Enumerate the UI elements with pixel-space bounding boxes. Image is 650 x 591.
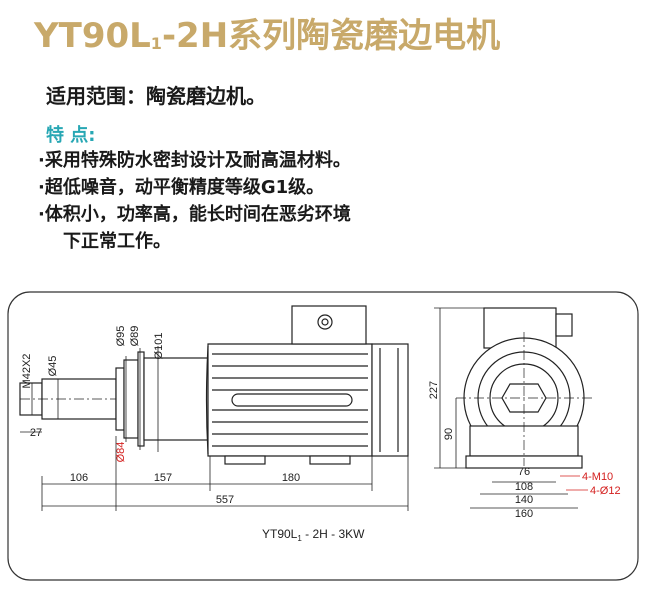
motor-body <box>205 343 409 465</box>
feature-item: ·采用特殊防水密封设计及耐高温材料。 <box>38 150 351 171</box>
model-label: YT90L1 - 2H - 3KW <box>262 527 365 543</box>
dim-160: 160 <box>515 508 533 520</box>
page-title: YT90L1-2H系列陶瓷磨边电机 <box>34 16 501 56</box>
dim-d84: Ø84 <box>115 442 127 463</box>
features-list: ·采用特殊防水密封设计及耐高温材料。 ·超低噪音，动平衡精度等级G1级。 ·体积… <box>38 147 351 255</box>
motor-end-view <box>456 307 592 469</box>
dim-557: 557 <box>216 494 234 506</box>
dim-106: 106 <box>70 472 88 484</box>
features-heading: 特 点: <box>46 125 96 146</box>
motor-shaft <box>19 378 130 420</box>
feature-item: ·体积小，功率高，能长时间在恶劣环境 <box>38 204 351 225</box>
dim-27: 27 <box>30 427 42 439</box>
application-scope: 适用范围：陶瓷磨边机。 <box>46 84 266 108</box>
end-view-dimension-lines <box>434 307 578 509</box>
dim-d95: Ø95 <box>115 326 127 347</box>
dim-140: 140 <box>515 494 533 506</box>
hole-leaders <box>560 475 588 491</box>
dim-90: 90 <box>443 428 455 440</box>
dim-180: 180 <box>282 472 300 484</box>
dim-227: 227 <box>428 381 440 399</box>
dim-76: 76 <box>518 466 530 478</box>
dim-108: 108 <box>515 481 533 493</box>
dim-d45: Ø45 <box>47 356 59 377</box>
dim-d101: Ø101 <box>153 333 165 360</box>
dim-157: 157 <box>154 472 172 484</box>
dim-4-m10: 4-M10 <box>582 471 613 483</box>
dim-d89: Ø89 <box>129 326 141 347</box>
motor-dimension-drawing: 106 157 180 557 M42X2 Ø45 27 Ø95 Ø89 Ø10… <box>7 291 639 581</box>
bottom-dimension-lines <box>41 436 409 511</box>
drawing-frame <box>7 291 639 581</box>
motor-flange <box>115 351 209 447</box>
left-dimension-lines <box>20 346 159 452</box>
dim-m42x2: M42X2 <box>21 354 33 389</box>
feature-item: ·超低噪音，动平衡精度等级G1级。 <box>38 177 325 198</box>
dim-4-d12: 4-Ø12 <box>590 485 621 497</box>
terminal-box <box>291 305 367 345</box>
feature-item-continued: 下正常工作。 <box>63 231 171 252</box>
